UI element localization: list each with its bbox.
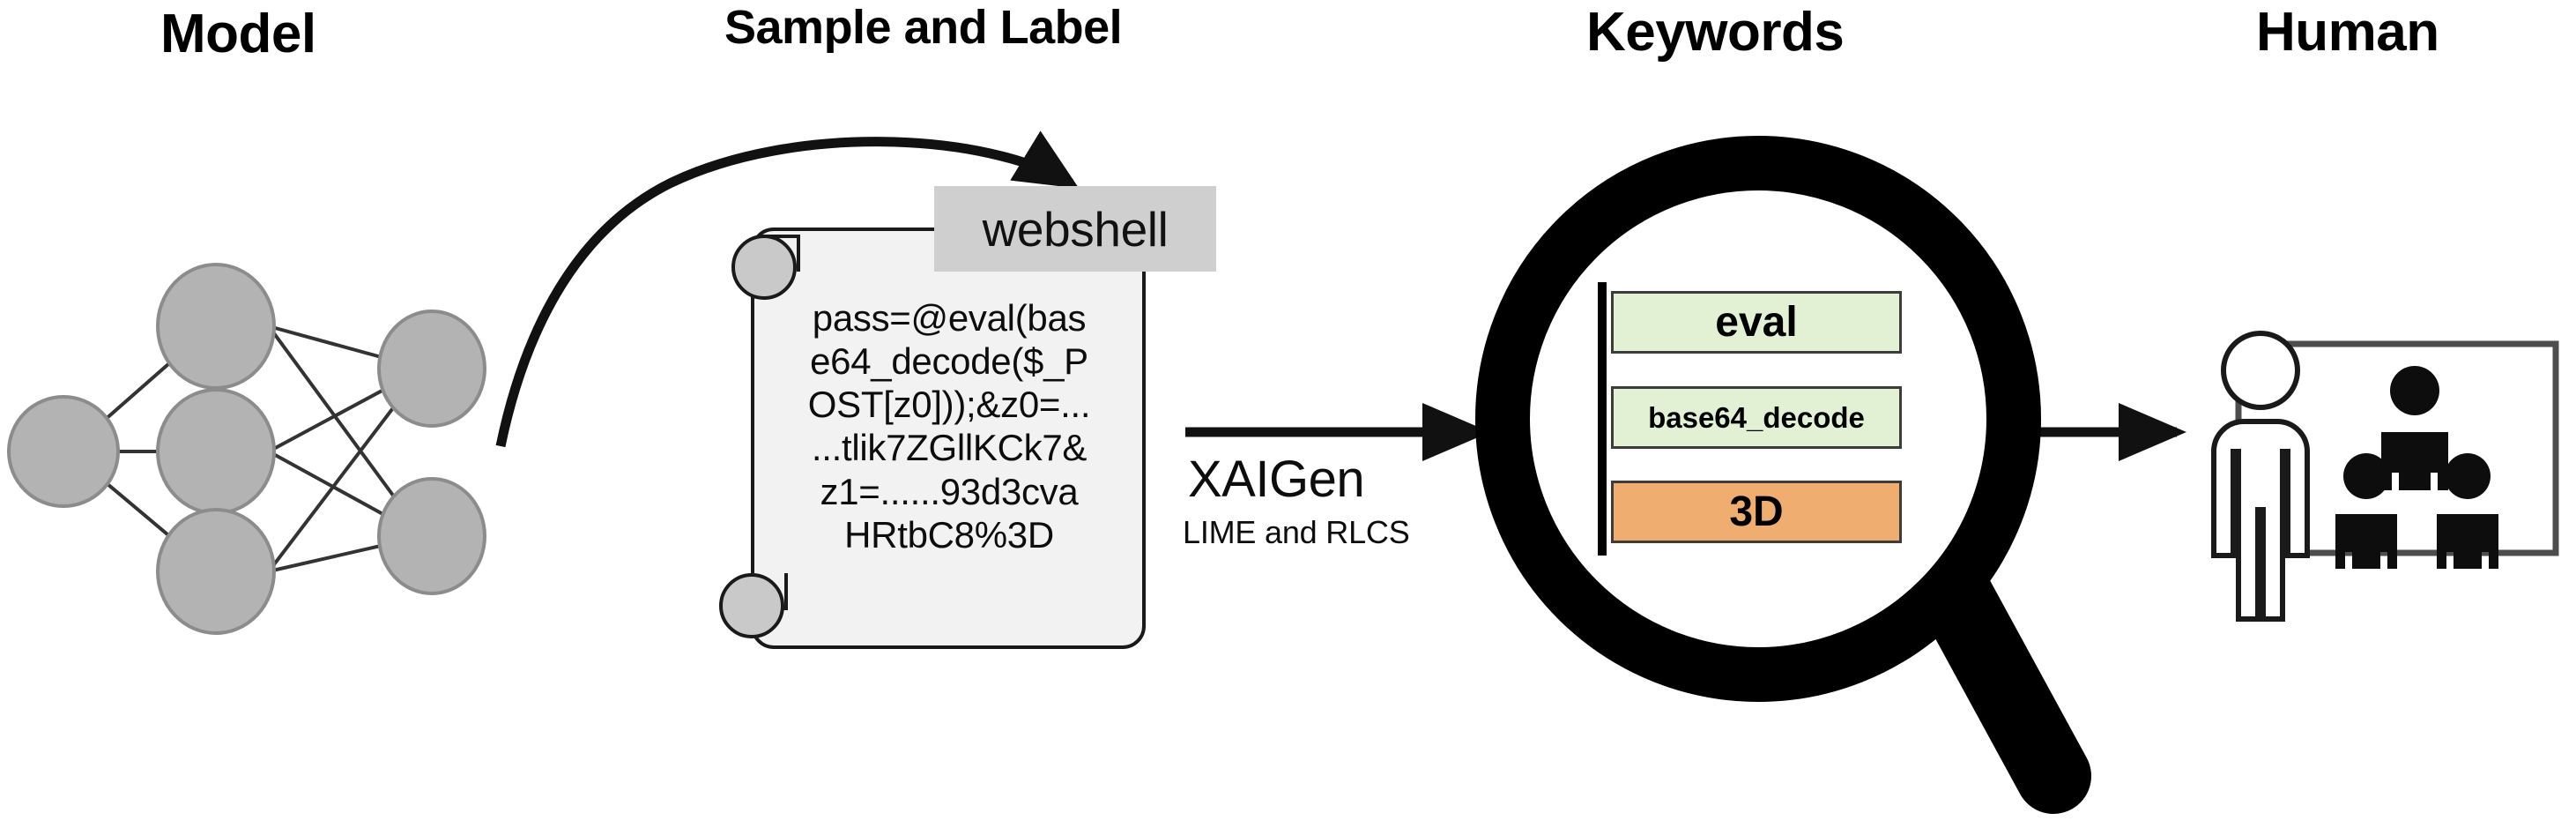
audience-figure-0 (2381, 366, 2448, 490)
keyword-box-3d[interactable]: 3D (1611, 481, 1902, 543)
code-line: OST[z0]));&z0=... (807, 384, 1091, 426)
page-title-keywords: Keywords (1586, 2, 1845, 63)
page-title-model: Model (160, 4, 316, 64)
keyword-box-base64-decode[interactable]: base64_decode (1611, 386, 1902, 449)
xaigen-title: XAIGen (1188, 451, 1365, 508)
nn-node-input-0 (7, 395, 120, 508)
nn-node-output-0 (377, 310, 486, 428)
code-line: e64_decode($_P (810, 340, 1088, 383)
code-line: ...tlik7ZGllKCk7& (811, 427, 1088, 469)
scroll-curl-bottom-icon (719, 573, 784, 638)
audience-figure-2 (2437, 453, 2498, 569)
page-title-human: Human (2256, 2, 2439, 63)
scroll-curl-top-icon (731, 235, 797, 300)
nn-node-hidden-0 (156, 263, 276, 390)
code-line: z1=......93d3cva (820, 470, 1079, 512)
nn-node-hidden-1 (156, 388, 276, 515)
magnifier-handle (1883, 496, 2091, 814)
nn-node-hidden-2 (156, 508, 276, 635)
scroll-body (751, 228, 1146, 649)
xaigen-subtitle: LIME and RLCS (1183, 514, 1410, 550)
audience-figures (2335, 366, 2498, 569)
webshell-label-badge: webshell (934, 186, 1216, 272)
nn-edges (67, 324, 425, 573)
keyword-label: 3D (1729, 489, 1784, 535)
keyword-label: base64_decode (1648, 400, 1865, 434)
keyword-box-eval[interactable]: eval (1611, 291, 1902, 354)
nn-nodes (7, 263, 486, 635)
keyword-label: eval (1715, 299, 1798, 346)
presenter-figure (2211, 331, 2310, 622)
audience-figure-1 (2335, 453, 2397, 569)
presentation-board (2235, 340, 2559, 556)
nn-node-output-1 (377, 477, 486, 595)
page-title-sample-and-label: Sample and Label (724, 1, 1123, 54)
code-line: HRtbC8%3D (844, 513, 1054, 556)
code-line: pass=@eval(bas (812, 297, 1087, 339)
